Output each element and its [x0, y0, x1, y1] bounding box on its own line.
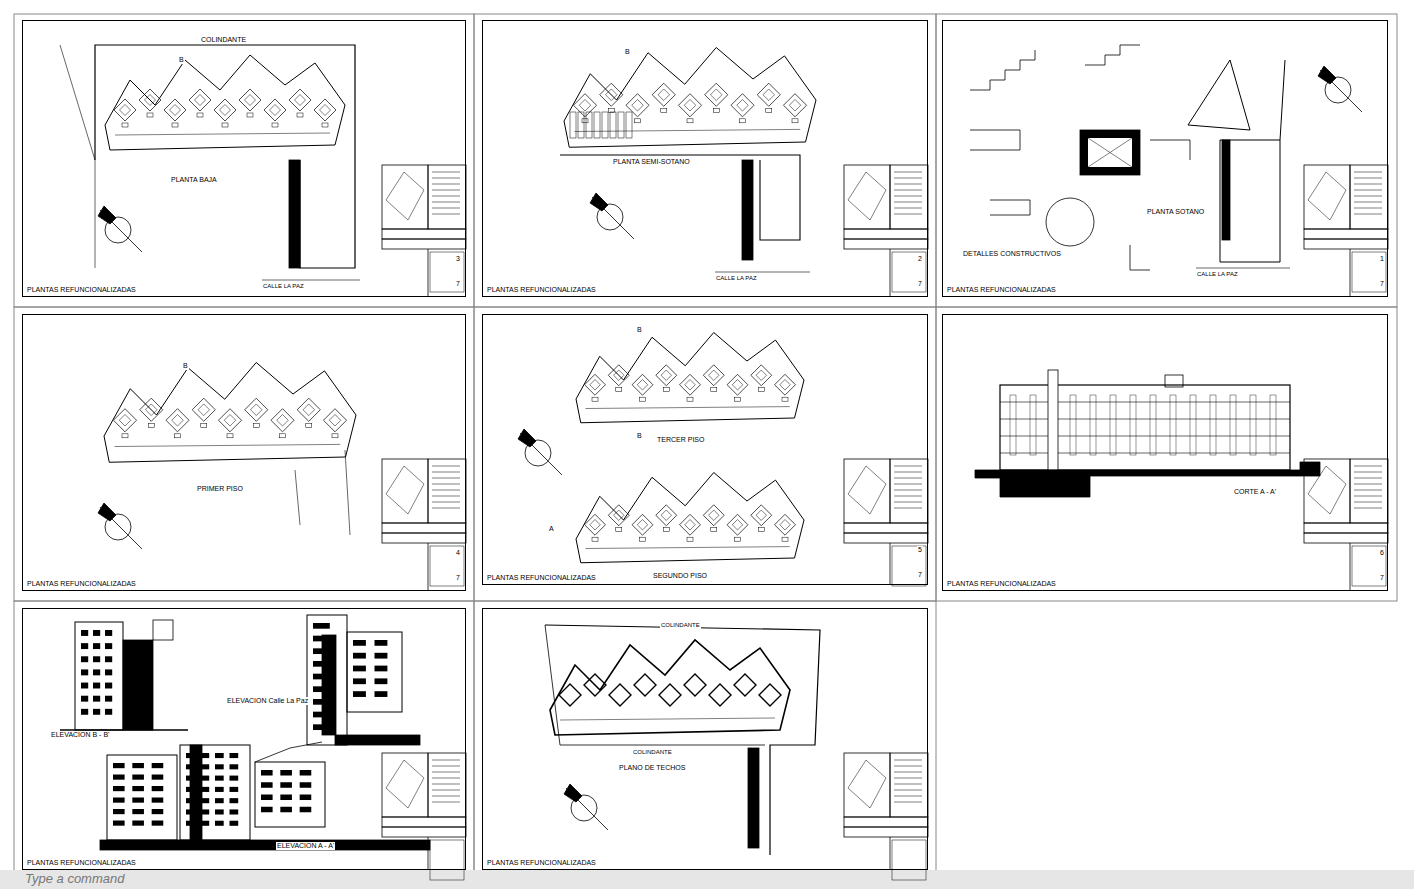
drawing-label: 2: [917, 255, 923, 263]
drawing-label: PLANTA SOTANO: [1146, 208, 1205, 216]
drawing-label: PLANTA BAJA: [170, 176, 218, 184]
floor-plan: [550, 640, 790, 735]
sheet-frame: PLANTAS REFUNCIONALIZADAS: [22, 20, 466, 297]
title-block: [382, 753, 466, 880]
drawing-label: COLINDANTE: [632, 749, 673, 756]
north-arrow: [98, 206, 142, 252]
title-block: [1304, 459, 1388, 591]
drawing-label: CALLE LA PAZ: [1196, 271, 1239, 278]
title-block: [844, 165, 928, 297]
viewport-border: [14, 307, 474, 601]
drawing-label: A: [548, 525, 555, 533]
drawing-label: B: [182, 362, 189, 370]
title-block: [382, 165, 466, 297]
drawing-label: PLANTA SEMI-SOTANO: [612, 158, 691, 166]
drawing-label: COLINDANTE: [660, 622, 701, 629]
viewport-borders: [14, 14, 1397, 871]
elevation-drawing: [347, 632, 402, 712]
drawing-label: 5: [917, 546, 923, 554]
elevation-drawing: [180, 745, 250, 840]
drawing-label: B: [636, 326, 643, 334]
sheet-title: PLANTAS REFUNCIONALIZADAS: [27, 580, 461, 588]
sheet-frame: PLANTAS REFUNCIONALIZADAS: [482, 20, 928, 297]
viewport-border: [474, 601, 936, 871]
drawing-label: CALLE LA PAZ: [262, 283, 305, 290]
north-arrow: [564, 784, 608, 830]
drawing-label: B: [178, 56, 185, 64]
elevation-drawing: [307, 615, 347, 745]
drawing-label: 4: [455, 549, 461, 557]
drawing-label: SEGUNDO PISO: [652, 572, 708, 580]
drawing-label: CORTE A - A': [1233, 488, 1277, 496]
sheet-frame: PLANTAS REFUNCIONALIZADAS: [22, 608, 466, 870]
sheet-frame: PLANTAS REFUNCIONALIZADAS: [22, 314, 466, 591]
north-arrow: [590, 193, 634, 239]
drawing-label: DETALLES CONSTRUCTIVOS: [962, 250, 1062, 258]
drawing-label: 6: [1379, 549, 1385, 557]
drawing-label: CALLE LA PAZ: [715, 275, 758, 282]
construction-details: [970, 45, 1190, 270]
title-block: [382, 459, 466, 591]
elevation-drawing: [75, 622, 123, 730]
elevation-drawing: [255, 762, 325, 827]
drawing-label: TERCER PISO: [656, 436, 705, 444]
floor-plan: [576, 333, 804, 423]
viewport-border: [936, 14, 1397, 307]
drawing-label: 7: [455, 574, 461, 582]
north-arrow: [98, 503, 142, 549]
elevation-drawing: [107, 755, 177, 840]
drawing-label: PLANO DE TECHOS: [618, 764, 686, 772]
floor-plan: [104, 363, 356, 463]
sheet-frame: PLANTAS REFUNCIONALIZADAS: [482, 608, 928, 870]
sheet-title: PLANTAS REFUNCIONALIZADAS: [487, 286, 923, 294]
command-bar: [0, 870, 1414, 889]
drawing-label: 3: [455, 255, 461, 263]
viewport-border: [474, 14, 936, 307]
plans: [60, 45, 1388, 880]
sheet-frame: PLANTAS REFUNCIONALIZADAS: [482, 314, 928, 585]
drawing-label: B: [624, 48, 631, 56]
drawing-label: 7: [1379, 280, 1385, 288]
title-block: [844, 459, 928, 586]
drawing-label: ELEVACION A - A': [276, 842, 335, 850]
viewport-border: [14, 601, 474, 871]
sheet-title: PLANTAS REFUNCIONALIZADAS: [27, 286, 461, 294]
floor-plan: [576, 473, 804, 563]
drawing-label: ELEVACION B - B': [50, 731, 110, 739]
viewport-border: [474, 307, 936, 601]
drawing-label: 7: [455, 280, 461, 288]
section-drawing: [975, 370, 1320, 497]
drawing-label: 7: [1379, 574, 1385, 582]
sheet-frame: PLANTAS REFUNCIONALIZADAS: [942, 314, 1388, 591]
sheet-title: PLANTAS REFUNCIONALIZADAS: [27, 859, 461, 867]
north-arrow: [518, 429, 562, 475]
drawing-label: ELEVACION Calle La Paz: [226, 697, 309, 705]
north-arrow: [1318, 66, 1362, 112]
floor-plan: [105, 55, 345, 150]
drawing-label: 7: [917, 571, 923, 579]
viewport-border: [14, 14, 474, 307]
drawing-label: 1: [1379, 255, 1385, 263]
title-block: [1304, 165, 1388, 297]
drawing-label: PRIMER PISO: [196, 485, 244, 493]
drawing-label: B: [636, 432, 643, 440]
sheet-title: PLANTAS REFUNCIONALIZADAS: [487, 859, 923, 867]
sheet-title: PLANTAS REFUNCIONALIZADAS: [947, 580, 1383, 588]
viewport-border: [936, 307, 1397, 601]
drawing-label: 7: [917, 280, 923, 288]
drawing-label: COLINDANTE: [200, 36, 247, 44]
title-block: [844, 753, 928, 880]
command-prompt: Type a command: [24, 872, 125, 886]
sheet-title: PLANTAS REFUNCIONALIZADAS: [947, 286, 1383, 294]
floor-plan: [564, 48, 816, 148]
